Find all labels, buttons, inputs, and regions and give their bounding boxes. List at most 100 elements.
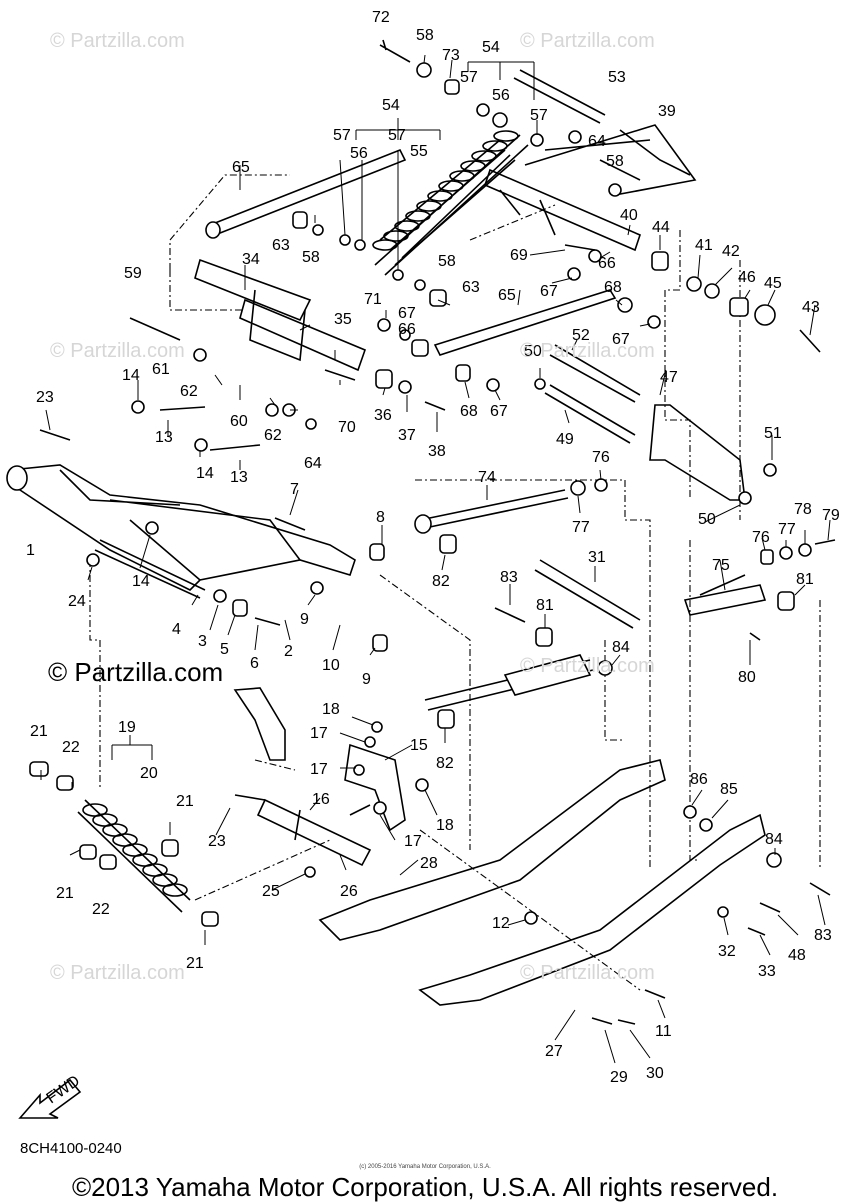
small-copyright: (c) 2005-2016 Yamaha Motor Corporation, …	[359, 1164, 491, 1170]
callout: 84	[612, 639, 630, 656]
callout: 42	[722, 243, 740, 260]
parts-drawing: FWD	[6, 39, 836, 1119]
callout: 20	[140, 765, 158, 782]
callout: 32	[718, 943, 736, 960]
watermark: © Partzilla.com	[50, 962, 185, 984]
fwd-label: FWD	[44, 1072, 84, 1107]
callout: 25	[262, 883, 280, 900]
callout: 18	[436, 817, 454, 834]
callout: 50	[524, 343, 542, 360]
callout: 56	[350, 145, 368, 162]
callout: 10	[322, 657, 340, 674]
callout: 57	[333, 127, 351, 144]
callout: 4	[172, 621, 181, 638]
callout: 62	[264, 427, 282, 444]
callout: 57	[460, 69, 478, 86]
watermark: © Partzilla.com	[50, 340, 185, 362]
callout: 66	[398, 321, 416, 338]
fwd-arrow-icon	[18, 1078, 82, 1119]
callout: 2	[284, 643, 293, 660]
callout: 39	[658, 103, 676, 120]
callout: 17	[404, 833, 422, 850]
callout: 28	[420, 855, 438, 872]
callout: 37	[398, 427, 416, 444]
callout: 40	[620, 207, 638, 224]
callout: 83	[814, 927, 832, 944]
callout: 41	[695, 237, 713, 254]
callout: 77	[778, 521, 796, 538]
callout: 75	[712, 557, 730, 574]
callout: 64	[588, 133, 606, 150]
callout: 57	[388, 127, 406, 144]
callout: 64	[304, 455, 322, 472]
callout-numbers: 72 58 73 54 57 56 53 57 64 39 54 57 57 5…	[26, 9, 840, 1086]
callout: 18	[322, 701, 340, 718]
copyright-notice: ©2013 Yamaha Motor Corporation, U.S.A. A…	[71, 1172, 779, 1202]
callout: 13	[155, 429, 173, 446]
callout: 31	[588, 549, 606, 566]
callout: 17	[310, 725, 328, 742]
callout: 58	[416, 27, 434, 44]
callout: 11	[655, 1023, 672, 1040]
callout: 78	[794, 501, 812, 518]
watermark: © Partzilla.com	[520, 340, 655, 362]
callout: 83	[500, 569, 518, 586]
callout: 66	[598, 255, 616, 272]
callout: 51	[764, 425, 782, 442]
callout: 82	[432, 573, 450, 590]
callout: 59	[124, 265, 142, 282]
callout: 16	[312, 791, 330, 808]
callout: 61	[152, 361, 170, 378]
callout: 62	[180, 383, 198, 400]
callout: 3	[198, 633, 207, 650]
callout: 15	[410, 737, 428, 754]
callout: 71	[364, 291, 382, 308]
callout: 9	[362, 671, 371, 688]
callout: 81	[536, 597, 554, 614]
callout: 58	[438, 253, 456, 270]
callout: 17	[310, 761, 328, 778]
watermark: © Partzilla.com	[520, 30, 655, 52]
callout: 68	[604, 279, 622, 296]
callout: 77	[572, 519, 590, 536]
callout: 74	[478, 469, 496, 486]
callout: 38	[428, 443, 446, 460]
callout: 81	[796, 571, 814, 588]
callout: 60	[230, 413, 248, 430]
callout: 50	[698, 511, 716, 528]
callout: 19	[118, 719, 136, 736]
callout: 36	[374, 407, 392, 424]
callout: 14	[122, 367, 140, 384]
callout: 14	[196, 465, 214, 482]
callout: 26	[340, 883, 358, 900]
callout: 54	[382, 97, 400, 114]
callout: 8	[376, 509, 385, 526]
callout: 45	[764, 275, 782, 292]
callout: 35	[334, 311, 352, 328]
callout: 49	[556, 431, 574, 448]
callout: 57	[530, 107, 548, 124]
callout: 7	[290, 481, 299, 498]
callout: 13	[230, 469, 248, 486]
callout: 76	[592, 449, 610, 466]
callout: 54	[482, 39, 500, 56]
callout: 80	[738, 669, 756, 686]
callout: 34	[242, 251, 260, 268]
callout: 52	[572, 327, 590, 344]
callout: 68	[460, 403, 478, 420]
callout: 67	[612, 331, 630, 348]
callout: 53	[608, 69, 626, 86]
callout: 86	[690, 771, 708, 788]
callout: 65	[232, 159, 250, 176]
callout: 55	[410, 143, 428, 160]
callout: 6	[250, 655, 259, 672]
callout: 76	[752, 529, 770, 546]
watermark: © Partzilla.com	[48, 657, 224, 687]
callout: 33	[758, 963, 776, 980]
callout: 22	[62, 739, 80, 756]
watermark: © Partzilla.com	[50, 30, 185, 52]
callout: 1	[26, 542, 35, 559]
diagram-code: 8CH4100-0240	[20, 1140, 122, 1157]
callout: 27	[545, 1043, 563, 1060]
